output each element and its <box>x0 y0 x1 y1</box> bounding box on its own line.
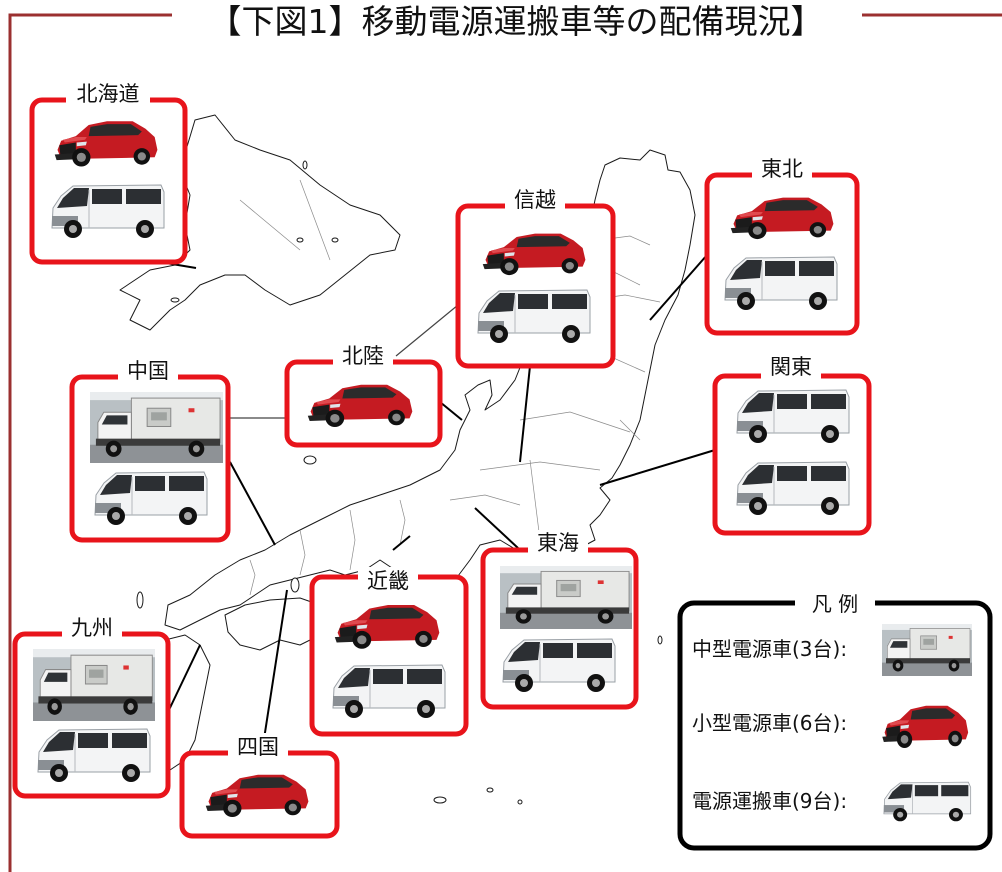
power-transport-van-icon <box>720 250 840 315</box>
region-label: 四国 <box>237 735 279 759</box>
region-label: 北海道 <box>77 82 140 106</box>
legend: 凡 例 中型電源車(3台): 小型電源車(6台): 電源運搬車(9台): <box>677 591 993 851</box>
legend-item-label: 小型電源車(6台): <box>692 711 847 735</box>
medium-power-truck-icon <box>882 624 972 676</box>
small-power-suv-icon <box>880 698 972 754</box>
small-power-suv-icon <box>480 226 590 281</box>
region-hokuriku: 北陸 <box>284 342 443 448</box>
region-label: 信越 <box>514 188 556 212</box>
power-transport-van-icon <box>732 455 852 520</box>
power-transport-van-icon <box>498 632 618 697</box>
region-label: 中国 <box>127 359 169 383</box>
region-shinetsu: 信越 <box>455 186 616 369</box>
region-kinki: 近畿 <box>309 567 469 737</box>
page-title: 【下図1】移動電源運搬車等の配備現況】 <box>209 2 824 41</box>
region-label: 東北 <box>761 157 803 181</box>
small-power-suv-icon <box>52 113 162 173</box>
region-kyushu: 九州 <box>12 614 171 799</box>
region-label: 関東 <box>770 355 812 379</box>
region-kanto: 関東 <box>712 354 872 536</box>
power-transport-van-icon <box>328 658 448 723</box>
small-power-suv-icon <box>203 767 313 823</box>
power-transport-van-icon <box>732 383 852 448</box>
legend-item-label: 中型電源車(3台): <box>692 637 847 661</box>
frame-line-left <box>8 13 172 872</box>
power-transport-van-icon <box>47 178 167 243</box>
region-label: 近畿 <box>367 569 409 593</box>
region-shikoku: 四国 <box>179 733 340 839</box>
power-transport-van-icon <box>90 465 210 530</box>
leader-lines <box>147 254 716 753</box>
power-transport-van-icon <box>473 283 593 348</box>
region-chugoku: 中国 <box>69 357 231 543</box>
medium-power-truck-icon <box>500 566 632 629</box>
region-label: 北陸 <box>342 344 384 368</box>
small-power-suv-icon <box>728 190 838 245</box>
small-power-suv-icon <box>332 597 444 655</box>
power-transport-van-icon <box>33 722 153 787</box>
small-power-suv-icon <box>305 377 417 433</box>
power-transport-van-icon <box>880 777 973 825</box>
region-tokai: 東海 <box>480 530 639 710</box>
region-tohoku: 東北 <box>704 155 860 336</box>
region-label: 東海 <box>537 531 579 555</box>
region-label: 九州 <box>71 616 113 640</box>
medium-power-truck-icon <box>33 649 155 721</box>
region-hokkaido: 北海道 <box>29 80 188 265</box>
legend-title: 凡 例 <box>812 592 858 616</box>
medium-power-truck-icon <box>90 392 223 463</box>
legend-item-label: 電源運搬車(9台): <box>692 789 847 813</box>
